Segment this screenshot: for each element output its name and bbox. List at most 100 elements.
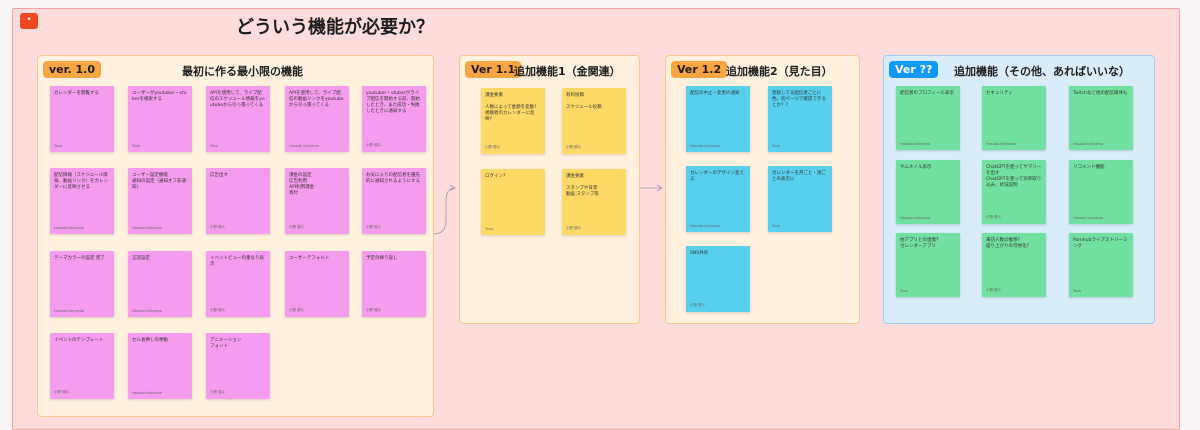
sticky-text: 課金の設定 広告利用 API利用課金 寄付 [289, 173, 315, 196]
sticky-note[interactable]: イベントビューの重なり表示小野 優斗 [206, 251, 270, 317]
sticky-note[interactable]: 課金要素 人数によって金額を変動？ 視聴者のカレンダーに反映？ 小野 優斗 [481, 88, 545, 154]
sticky-author: Hosoda Ishiyama [690, 144, 721, 148]
sticky-note[interactable]: 配信者のプロフィール表示 Hosoda Ishiyama [896, 86, 960, 150]
sticky-note[interactable]: イベントのテンプレート小野 優斗 [50, 333, 114, 399]
sticky-author: 小野 優斗 [366, 308, 382, 312]
sticky-note[interactable]: 来訪人数の推移？ 盛り上がりの可視化？小野 優斗 [982, 233, 1046, 297]
board-badge[interactable]: • [20, 13, 38, 29]
sticky-author: 小野 優斗 [485, 145, 501, 149]
sticky-text: SNS共有 [690, 251, 709, 256]
sticky-text: 課金要素 スタンプや背景 動画 スタンプ等 [566, 174, 599, 197]
sticky-note[interactable]: 他アプリとの連携？ カレンダーアプリ Tavo [896, 233, 960, 297]
sticky-text: イベントのテンプレート [54, 338, 104, 343]
sticky-text: APIを使用して、ライブ配信の動画リンクをyoutubeから引っ張ってくる [289, 91, 344, 108]
sticky-note[interactable]: アニメーション フォント小野 優斗 [206, 333, 270, 399]
sticky-note[interactable]: SNS共有小野 優斗 [686, 246, 750, 312]
sticky-text: 登録してる配信者ごとに色、別ページで確認できるとか？？ [772, 91, 826, 108]
sticky-author: 小野 優斗 [366, 143, 382, 147]
board-title: どういう機能が必要か？ [236, 17, 434, 38]
section-badge: Ver 1.2 [671, 61, 728, 78]
sticky-text: リコメンド機能 [1073, 165, 1105, 170]
sticky-note[interactable]: お気に入りの配信者を優先的に通知されるようにする小野 優斗 [362, 168, 426, 234]
sticky-note[interactable]: youtuber・vtuberがライブ配信を開始する前、開始したとき、また成功・… [362, 86, 426, 152]
sticky-author: 小野 優斗 [210, 308, 226, 312]
sticky-author: 小野 優斗 [54, 390, 70, 394]
sticky-text: 配信の中止・変更の通知 [690, 91, 740, 96]
sticky-author: Hosoda Ishiyama [132, 226, 163, 230]
sticky-note[interactable]: 配信の中止・変更の通知 Hosoda Ishiyama [686, 86, 750, 152]
sticky-note[interactable]: APIを使用して、ライブ配信の動画リンクをyoutubeから引っ張ってくる Hos… [285, 86, 349, 152]
section-title: 追加機能1（金関連） [514, 65, 621, 78]
sticky-text: 来訪人数の推移？ 盛り上がりの可視化？ [986, 238, 1031, 249]
sticky-text: 配信者のプロフィール表示 [900, 91, 954, 96]
sticky-note[interactable]: サムネイル表示 Hosoda Ishiyama [896, 160, 960, 224]
sticky-author: Hosoda Ishiyama [1073, 142, 1104, 146]
sticky-note[interactable]: 配信情報（スケジュール情報、動画リンク）をカレンダーに反映させる Hosoda I… [50, 168, 114, 234]
sticky-author: Hosoda Ishiyama [900, 142, 931, 146]
sticky-note[interactable]: 課金の設定 広告利用 API利用課金 寄付小野 優斗 [285, 168, 349, 234]
sticky-text: カレンダーを閲覧する [54, 91, 99, 96]
sticky-note[interactable]: 言語設定 Hosoda Ishiyama [128, 251, 192, 317]
sticky-text: サムネイル表示 [900, 165, 932, 170]
sticky-note[interactable]: APIを使用して、ライブ配信のスケジュール情報をyoutubeから引っ張ってくる… [206, 86, 270, 152]
sticky-author: Hosoda Ishiyama [289, 144, 320, 148]
sticky-note[interactable]: 課金要素 スタンプや背景 動画 スタンプ等小野 優斗 [562, 169, 626, 235]
sticky-author: Hosoda Ishiyama [900, 216, 931, 220]
sticky-author: 小野 優斗 [289, 225, 305, 229]
sticky-note[interactable]: リコメンド機能 Hosoda Ishiyama [1069, 160, 1133, 224]
sticky-note[interactable]: 登録してる配信者ごとに色、別ページで確認できるとか？？Tavo [768, 86, 832, 152]
sticky-note[interactable]: 予定の繰り返し小野 優斗 [362, 251, 426, 317]
sticky-author: Hosoda Ishiyama [54, 309, 85, 313]
sticky-text: Pornhubライブストリーミング [1073, 238, 1128, 249]
sticky-note[interactable]: 広告出す小野 優斗 [206, 168, 270, 234]
sticky-text: お気に入りの配信者を優先的に通知されるようにする [366, 173, 421, 184]
sticky-author: Hosoda Ishiyama [132, 309, 163, 313]
sticky-text: アニメーション フォント [210, 338, 242, 349]
sticky-text: イベントビューの重なり表示 [210, 256, 264, 267]
sticky-text: ユーザー設定機能 通知の設定（通知オフ非通知） [132, 173, 186, 190]
sticky-text: セル長押しの挙動 [132, 338, 168, 343]
sticky-author: Hosoda Ishiyama [690, 224, 721, 228]
sticky-text: youtuber・vtuberがライブ配信を開始する前、開始したとき、また成功・… [366, 91, 420, 114]
sticky-author: 小野 優斗 [690, 303, 706, 307]
sticky-author: Tavo [485, 227, 493, 231]
sticky-note[interactable]: ログイン？ Tavo [481, 169, 545, 235]
sticky-author: Hosoda Ishiyama [132, 391, 163, 395]
sticky-author: Hosoda Ishiyama [54, 226, 85, 230]
sticky-author: Hosoda Ishiyama [1073, 216, 1104, 220]
sticky-author: Tavo [54, 144, 62, 148]
sticky-note[interactable]: カレンダーのデザイン変える Hosoda Ishiyama [686, 166, 750, 232]
sticky-note[interactable]: 有料投稿 スケジュール投稿小野 優斗 [562, 88, 626, 154]
sticky-text: 配信情報（スケジュール情報、動画リンク）をカレンダーに反映させる [54, 173, 108, 190]
sticky-note[interactable]: Twitchなど他の配信媒体も Hosoda Ishiyama [1069, 86, 1133, 150]
sticky-author: Tavo [772, 224, 780, 228]
section-title: 追加機能2（見た目） [726, 65, 833, 78]
sticky-text: カレンダーのデザイン変える [690, 171, 744, 182]
sticky-text: 予定の繰り返し [366, 256, 398, 261]
sticky-text: 他アプリとの連携？ カレンダーアプリ [900, 238, 941, 249]
sticky-text: セキュリティ [986, 91, 1013, 96]
sticky-author: 小野 優斗 [210, 390, 226, 394]
section-badge: ver. 1.0 [43, 61, 101, 78]
sticky-author: 小野 優斗 [366, 225, 382, 229]
sticky-text: ChatGPTを使ってサマリーを出す ChatGPTを使って効率取り込み、状況説… [986, 165, 1042, 188]
sticky-note[interactable]: ユーザー設定機能 通知の設定（通知オフ非通知） Hosoda Ishiyama [128, 168, 192, 234]
sticky-text: ユーザーがyoutuber・vtuberを検索する [132, 91, 187, 102]
sticky-text: ログイン？ [485, 174, 508, 179]
sticky-text: 課金要素 人数によって金額を変動？ 視聴者のカレンダーに反映？ [485, 93, 539, 122]
sticky-note[interactable]: ユーザーデフォルト小野 優斗 [285, 251, 349, 317]
sticky-text: 言語設定 [132, 256, 150, 261]
sticky-text: Twitchなど他の配信媒体も [1073, 91, 1128, 96]
sticky-note[interactable]: ChatGPTを使ってサマリーを出す ChatGPTを使って効率取り込み、状況説… [982, 160, 1046, 224]
sticky-note[interactable]: セル長押しの挙動 Hosoda Ishiyama [128, 333, 192, 399]
sticky-author: Tavo [900, 289, 908, 293]
sticky-text: APIを使用して、ライブ配信のスケジュール情報をyoutubeから引っ張ってくる [210, 91, 265, 108]
sticky-text: 広告出す [210, 173, 228, 178]
sticky-note[interactable]: カレンダーを閲覧する Tavo [50, 86, 114, 152]
sticky-author: 小野 優斗 [210, 225, 226, 229]
